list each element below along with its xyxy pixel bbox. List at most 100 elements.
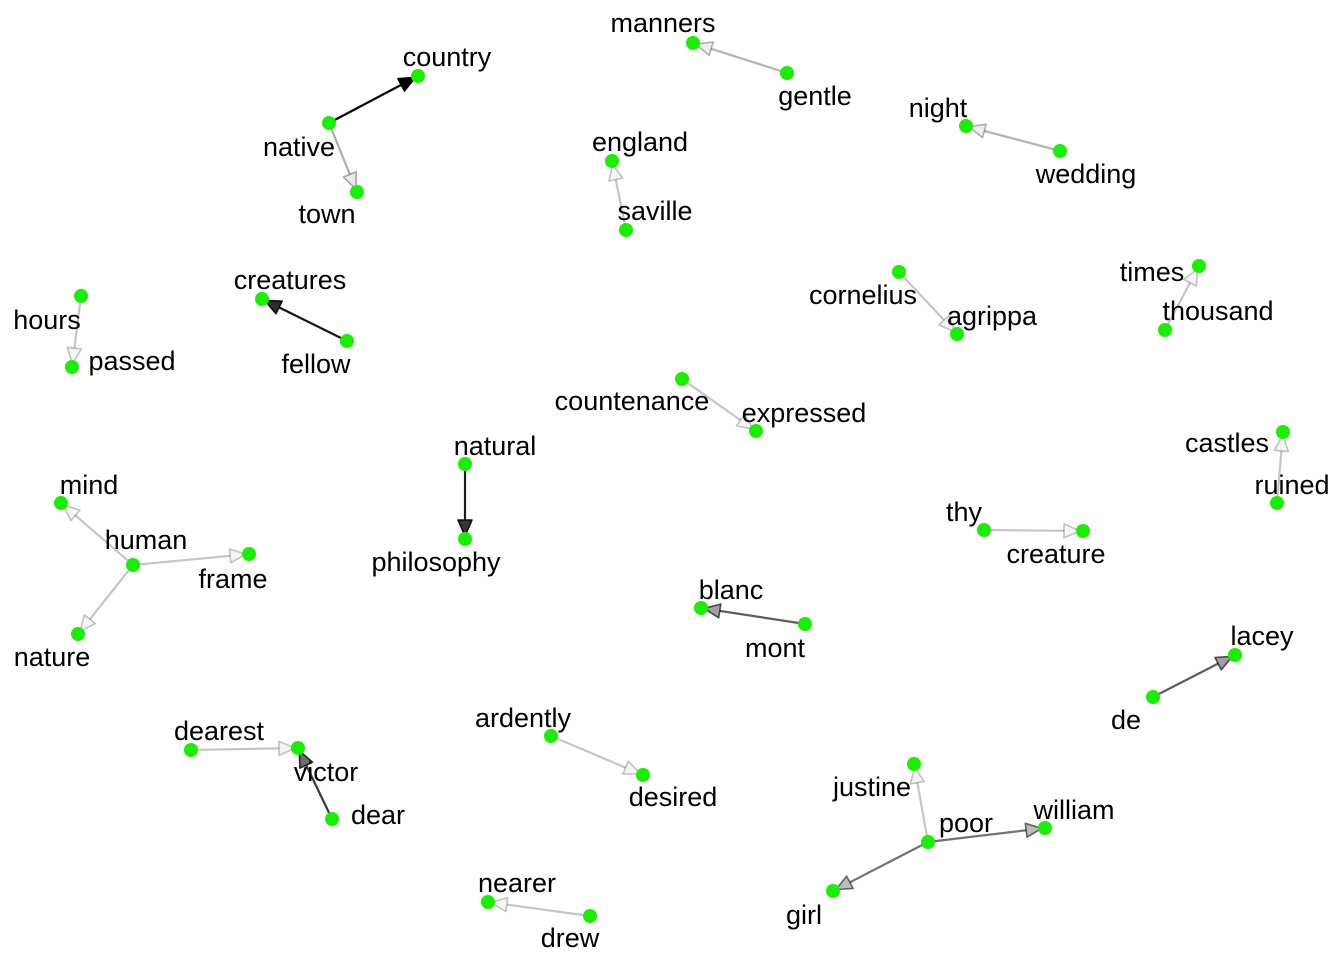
- edge-arrowhead: [1024, 822, 1043, 839]
- edge-line: [1164, 282, 1192, 331]
- edge-line: [719, 609, 806, 626]
- node-night: [959, 119, 973, 133]
- node-label-creature: creature: [1006, 539, 1105, 569]
- edge-human-frame: [132, 548, 247, 567]
- node-girl: [826, 884, 840, 898]
- edge-arrowhead: [342, 170, 358, 191]
- edge-line: [849, 841, 929, 884]
- node-fellow: [340, 334, 354, 348]
- node-label-blanc: blanc: [699, 575, 764, 605]
- node-frame: [242, 547, 256, 561]
- edge-dearest-victor: [190, 740, 296, 757]
- node-dearest: [184, 743, 198, 757]
- edge-poor-girl: [834, 841, 929, 891]
- node-agrippa: [950, 327, 964, 341]
- node-creature: [1076, 524, 1090, 538]
- edge-arrowhead: [1214, 655, 1234, 671]
- node-label-native: native: [263, 132, 335, 162]
- edge-saville-england: [608, 163, 628, 231]
- edge-line: [984, 129, 1061, 153]
- node-poor: [921, 835, 935, 849]
- node-thousand: [1158, 323, 1172, 337]
- node-natural: [458, 457, 472, 471]
- node-label-england: england: [592, 127, 688, 157]
- edge-line: [1152, 662, 1219, 698]
- edge-native-town: [327, 122, 358, 191]
- edge-arrowhead: [695, 41, 715, 57]
- node-label-night: night: [909, 93, 968, 123]
- node-mind: [54, 496, 68, 510]
- node-cornelius: [892, 265, 906, 279]
- node-label-countenance: countenance: [555, 386, 710, 416]
- edge-line: [983, 528, 1065, 532]
- edge-arrowhead: [62, 504, 81, 522]
- node-label-times: times: [1120, 257, 1185, 287]
- node-label-castles: castles: [1185, 428, 1269, 458]
- edge-line: [927, 829, 1027, 844]
- node-label-william: william: [1033, 795, 1115, 825]
- node-label-girl: girl: [786, 900, 822, 930]
- edge-ardently-desired: [550, 734, 642, 775]
- edge-line: [916, 782, 930, 843]
- edge-line: [278, 306, 348, 342]
- edge-line: [328, 83, 402, 124]
- node-country: [411, 69, 425, 83]
- node-nature: [71, 627, 85, 641]
- edge-dear-victor: [298, 749, 333, 820]
- edge-line: [1275, 450, 1283, 504]
- node-drew: [583, 909, 597, 923]
- node-countenance: [675, 372, 689, 386]
- node-desired: [636, 768, 650, 782]
- node-william: [1038, 821, 1052, 835]
- node-mont: [798, 617, 812, 631]
- node-dear: [325, 812, 339, 826]
- node-blanc: [694, 601, 708, 615]
- node-label-saville: saville: [617, 196, 692, 226]
- node-native: [322, 116, 336, 130]
- node-ruined: [1270, 496, 1284, 510]
- node-philosophy: [458, 532, 472, 546]
- node-label-cornelius: cornelius: [809, 280, 917, 310]
- edge-arrowhead: [490, 896, 509, 913]
- node-ardently: [544, 729, 558, 743]
- edge-line: [88, 564, 134, 620]
- edge-mont-blanc: [703, 603, 806, 626]
- node-label-lacey: lacey: [1230, 621, 1294, 651]
- edge-arrowhead: [263, 299, 283, 315]
- node-label-mont: mont: [745, 633, 806, 663]
- edge-thousand-times: [1164, 267, 1199, 331]
- edge-arrowhead: [228, 548, 247, 564]
- edge-arrowhead: [79, 613, 97, 633]
- edge-countenance-expressed: [681, 378, 755, 431]
- node-label-ardently: ardently: [475, 703, 572, 733]
- node-label-mind: mind: [60, 470, 119, 500]
- edge-human-mind: [62, 504, 134, 566]
- node-label-wedding: wedding: [1035, 159, 1137, 189]
- edge-human-nature: [79, 564, 134, 633]
- node-label-expressed: expressed: [742, 398, 867, 428]
- node-label-de: de: [1111, 705, 1141, 735]
- node-label-natural: natural: [454, 431, 537, 461]
- edge-arrowhead: [66, 346, 83, 365]
- edge-arrowhead: [1183, 267, 1199, 287]
- edge-line: [74, 514, 134, 566]
- node-label-dearest: dearest: [174, 716, 265, 746]
- node-human: [126, 558, 140, 572]
- edge-cornelius-agrippa: [898, 271, 956, 333]
- node-wedding: [1053, 144, 1067, 158]
- node-label-nearer: nearer: [478, 868, 556, 898]
- node-label-town: town: [298, 199, 355, 229]
- node-label-creatures: creatures: [234, 265, 347, 295]
- node-label-thousand: thousand: [1162, 296, 1273, 326]
- edge-arrowhead: [909, 766, 926, 785]
- node-label-nature: nature: [14, 642, 91, 672]
- node-label-frame: frame: [198, 564, 267, 594]
- edge-line: [614, 179, 628, 231]
- node-nearer: [481, 895, 495, 909]
- edge-fellow-creatures: [263, 299, 348, 342]
- node-times: [1192, 259, 1206, 273]
- edge-arrowhead: [834, 875, 854, 891]
- edge-arrowhead: [621, 760, 642, 775]
